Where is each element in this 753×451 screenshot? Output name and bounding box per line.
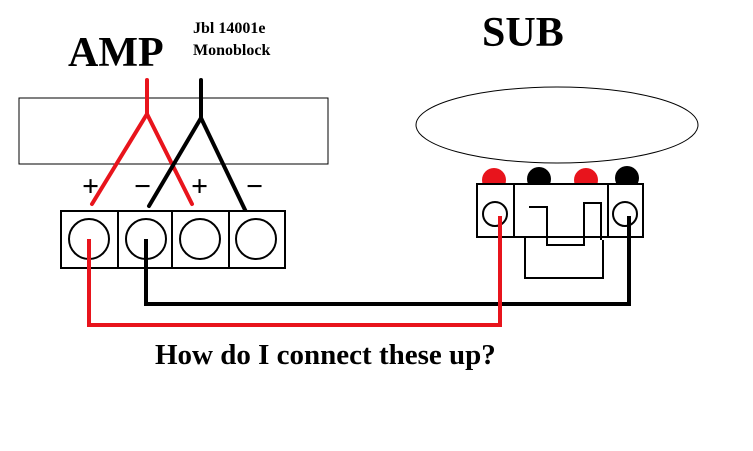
amp-terminal-mark-2: − <box>134 170 151 203</box>
amp-terminal-mark-4: − <box>246 170 263 203</box>
sub-terminal-left[interactable] <box>482 201 508 227</box>
sub-title: SUB <box>482 10 564 56</box>
negative-wire <box>144 216 631 306</box>
sub-jumper-inner <box>529 202 602 246</box>
amp-model-line2: Monoblock <box>193 42 270 59</box>
sub-jumper-outer <box>524 237 604 279</box>
amp-terminal-4[interactable] <box>235 218 277 260</box>
amp-model-line1: Jbl 14001e <box>193 20 265 37</box>
sub-terminal-right[interactable] <box>612 201 638 227</box>
amp-title: AMP <box>68 30 164 76</box>
amp-terminal-mark-3: + <box>191 170 208 203</box>
positive-wire <box>87 216 502 327</box>
amp-terminal-3[interactable] <box>179 218 221 260</box>
question-text: How do I connect these up? <box>155 339 496 371</box>
amp-red-lead <box>90 78 194 206</box>
sub-cone <box>415 86 699 164</box>
amp-body <box>18 97 329 165</box>
amp-black-lead <box>147 78 249 216</box>
amp-terminal-mark-1: + <box>82 170 99 203</box>
